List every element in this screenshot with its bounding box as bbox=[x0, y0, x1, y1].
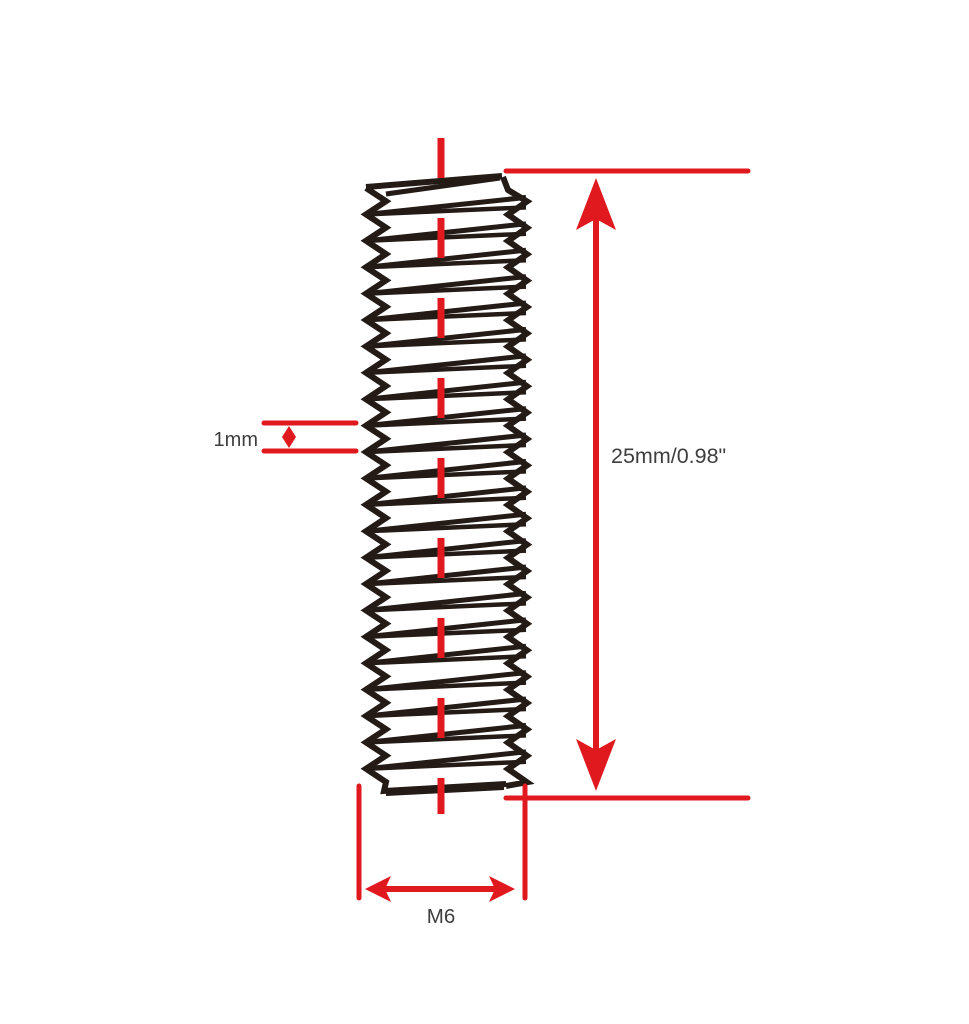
thread-line bbox=[366, 733, 527, 745]
diameter-dimension: M6 bbox=[356, 783, 528, 928]
thread-line bbox=[385, 786, 505, 796]
thread-line bbox=[366, 521, 527, 534]
thread-line bbox=[366, 442, 527, 455]
pitch-label: 1mm bbox=[214, 429, 258, 451]
thread-size-label: M6 bbox=[427, 905, 455, 928]
thread-line bbox=[366, 601, 527, 613]
thread-line bbox=[366, 627, 527, 640]
thread-line bbox=[366, 469, 527, 481]
thread-line bbox=[360, 185, 507, 795]
thread-line bbox=[366, 759, 527, 772]
arrowhead-up-icon bbox=[576, 178, 616, 230]
thread-line bbox=[366, 653, 527, 666]
arrowhead-down-icon bbox=[576, 739, 616, 791]
small-arrowhead-down-icon bbox=[282, 437, 296, 448]
thread-line bbox=[365, 173, 503, 190]
thread-line bbox=[366, 231, 527, 244]
thread-line bbox=[500, 175, 535, 789]
thread-line bbox=[366, 495, 527, 508]
thread-line bbox=[366, 706, 527, 719]
arrowhead-left-icon bbox=[365, 876, 391, 902]
thread-line bbox=[385, 175, 501, 197]
thread-line bbox=[366, 257, 527, 270]
thread-line bbox=[366, 310, 527, 323]
length-dimension: 25mm/0.98" bbox=[503, 168, 751, 801]
length-label: 25mm/0.98" bbox=[611, 444, 726, 468]
thread-line bbox=[366, 284, 527, 296]
thread-line bbox=[366, 337, 527, 349]
thread-line bbox=[366, 548, 527, 560]
arrowhead-right-icon bbox=[489, 876, 515, 902]
thread-line bbox=[366, 416, 527, 428]
thread-line bbox=[366, 680, 527, 692]
thread-line bbox=[366, 363, 527, 376]
pitch-dimension: 1mm bbox=[214, 420, 359, 454]
threaded-rod bbox=[360, 173, 535, 796]
small-arrowhead-up-icon bbox=[282, 426, 296, 437]
thread-line bbox=[366, 205, 527, 217]
thread-line bbox=[366, 389, 527, 402]
thread-line bbox=[366, 574, 527, 587]
